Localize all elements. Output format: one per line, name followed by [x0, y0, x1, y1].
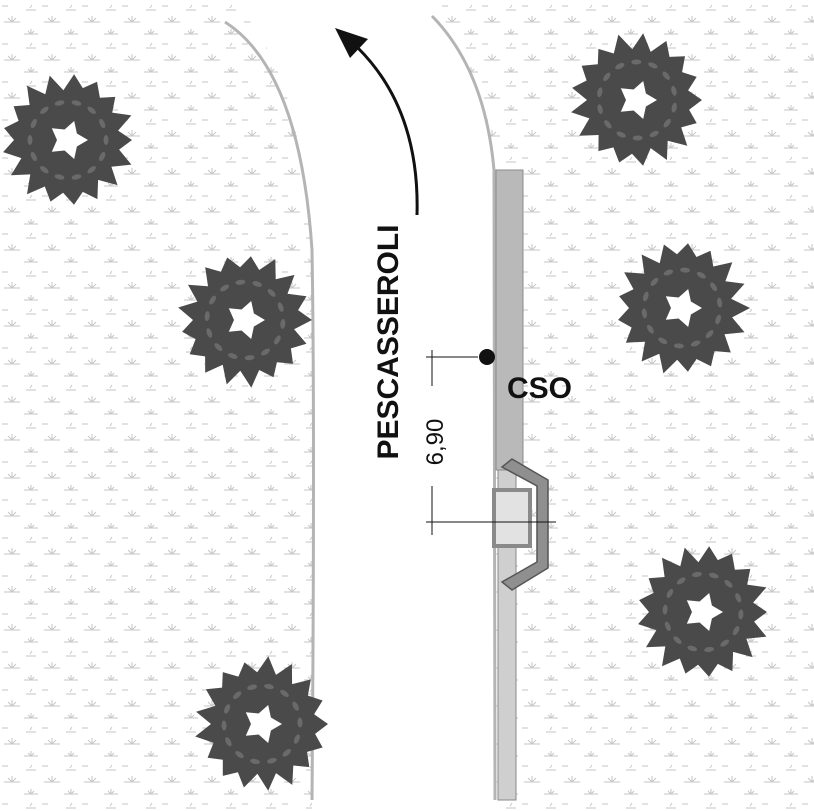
tree-icon — [618, 243, 750, 374]
road-left-edge — [224, 20, 315, 801]
road-right-edge — [430, 14, 497, 801]
direction-arrow-icon — [335, 28, 419, 216]
tree-icon — [638, 546, 767, 677]
dimension-label: 6,90 — [422, 419, 449, 466]
tree-icon — [571, 33, 702, 166]
dimension-lines — [426, 350, 556, 535]
tree-icon — [178, 256, 312, 388]
trees-layer — [3, 33, 767, 791]
left-grass-area — [0, 0, 312, 811]
direction-label: PESCASSEROLI — [372, 224, 405, 459]
point-marker-icon — [479, 349, 495, 365]
sidewalk-strip — [495, 169, 524, 471]
station-label: CSO — [507, 372, 572, 405]
bus-stop-icon — [492, 458, 549, 591]
tree-icon — [3, 74, 132, 205]
tree-icon — [195, 656, 328, 791]
